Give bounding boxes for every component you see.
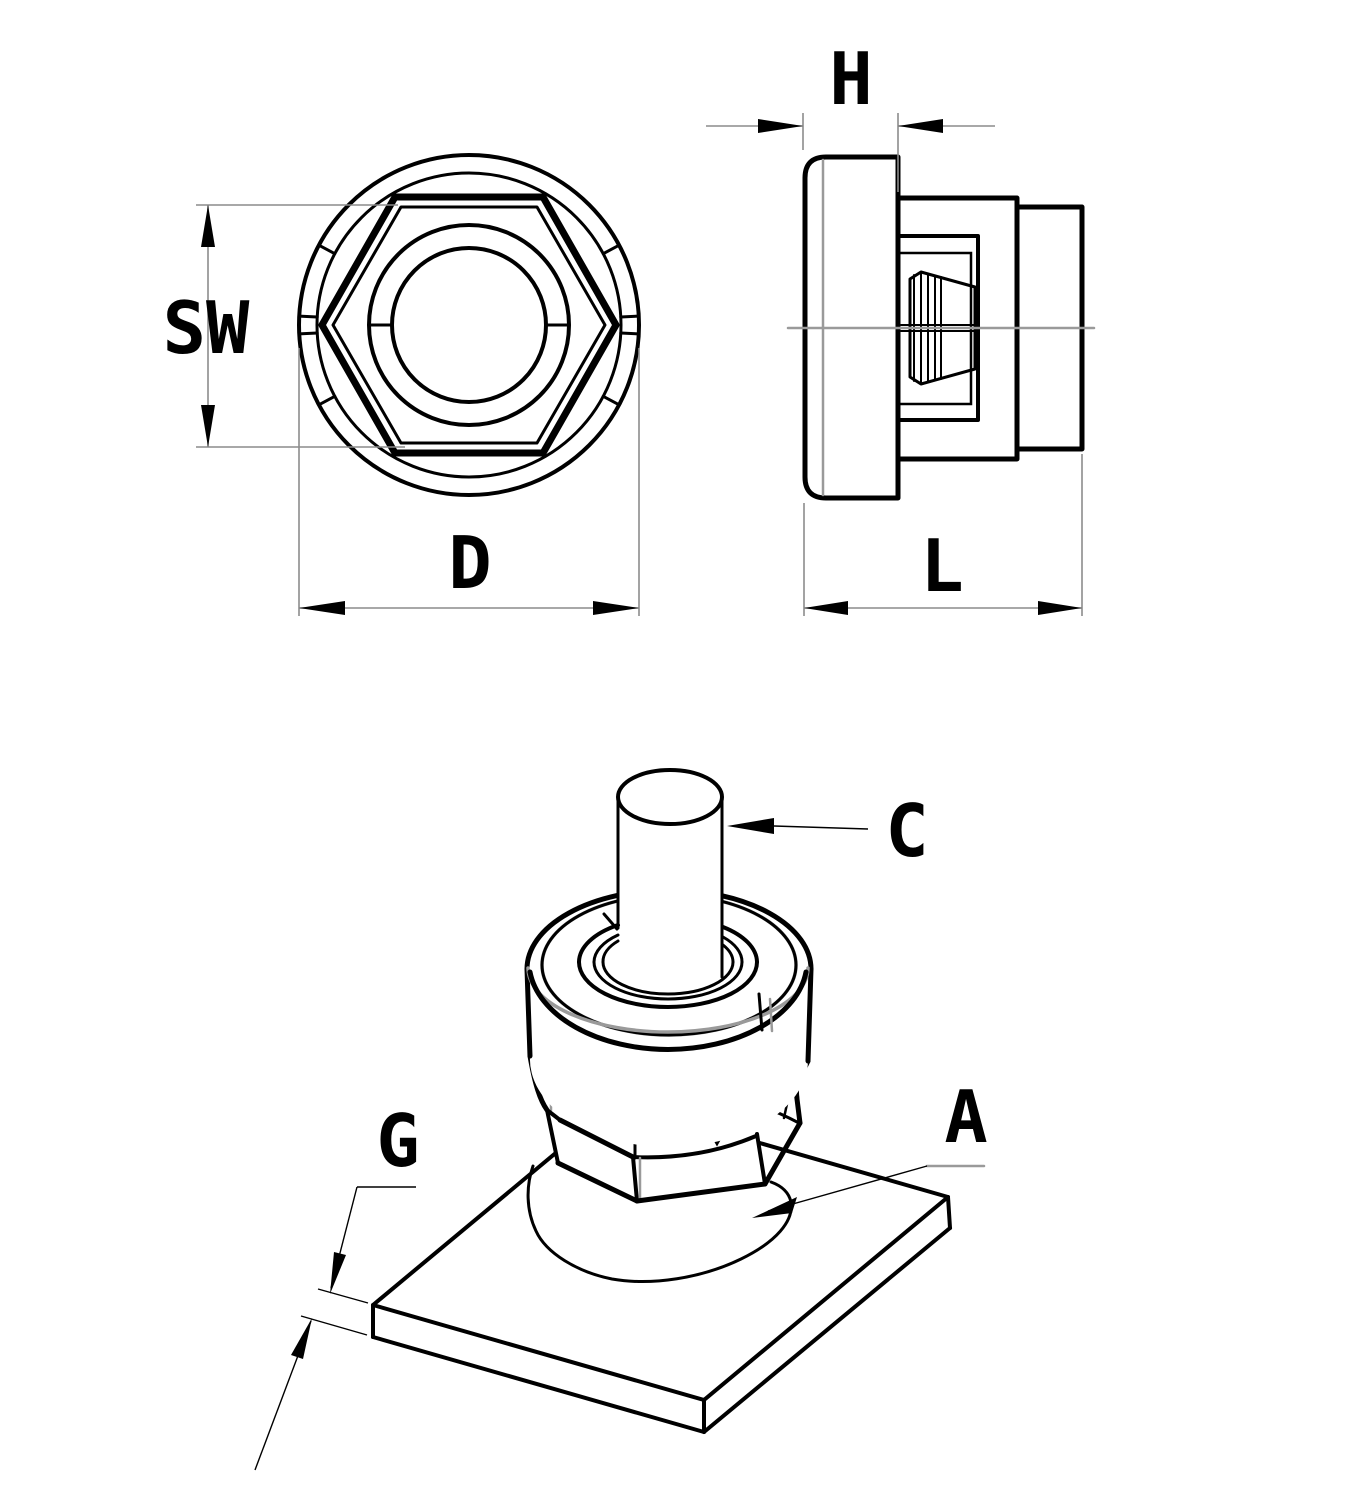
- ring-tick: [297, 331, 319, 336]
- collet-ring-arc: [592, 960, 744, 1001]
- collet-circle: [367, 223, 571, 427]
- collet-ring-arc: [721, 925, 759, 964]
- g-dimension: G: [254, 1099, 420, 1471]
- isometric-view: C A G: [254, 768, 988, 1471]
- hex-corner-edge: [631, 1155, 639, 1203]
- hex-silhouette: [762, 1120, 803, 1187]
- c-callout-label: C: [885, 789, 928, 873]
- arrowhead-left-icon: [804, 601, 848, 615]
- plate-corner-edge: [946, 1195, 952, 1230]
- cable: [616, 768, 724, 979]
- cable-top-face: [616, 768, 724, 826]
- ring-tick: [619, 314, 641, 319]
- g-dimension-label: G: [376, 1099, 419, 1183]
- ring-tick: [619, 331, 641, 336]
- collet-rings: [577, 912, 759, 1009]
- hex-base: [545, 1080, 803, 1204]
- plate-bottom-edge: [702, 1226, 952, 1434]
- arrowhead-icon: [330, 1252, 346, 1294]
- hex-bottom-edge: [634, 1181, 768, 1204]
- arrowhead-icon: [752, 1197, 797, 1218]
- bore-circle: [390, 246, 548, 404]
- collet-ring-arc: [721, 935, 744, 964]
- c-callout: C: [727, 789, 929, 873]
- ring-segment-ticks: [297, 243, 641, 407]
- d-dimension-label: D: [448, 521, 491, 605]
- ring-left-wall: [524, 966, 533, 1059]
- collet-ring-arc: [592, 933, 620, 964]
- cable-mask: [618, 770, 722, 958]
- mounting-plate: [371, 1100, 952, 1434]
- arrowhead-right-icon: [1038, 601, 1082, 615]
- arrowhead-left-icon: [898, 119, 943, 133]
- collet-ring-arc: [577, 960, 759, 1009]
- arrowhead-right-icon: [593, 601, 639, 615]
- ring-tick: [601, 394, 621, 407]
- outer-diameter-circle: [297, 153, 641, 497]
- arrowhead-left-icon: [727, 818, 774, 834]
- ring-band-bottom: [527, 969, 809, 1052]
- collet-ring-arc: [601, 939, 620, 964]
- arrowhead-up-icon: [201, 205, 215, 247]
- hex-corner-edge: [755, 1132, 767, 1186]
- arrowhead-right-icon: [758, 119, 803, 133]
- plate-bottom-edge: [371, 1335, 706, 1434]
- front-view: SW D: [163, 153, 641, 616]
- ring-tick: [297, 314, 319, 319]
- l-dimension-label: L: [920, 524, 963, 608]
- hex-top-edge: [557, 1117, 636, 1160]
- ring-tick: [317, 243, 337, 256]
- outer-ring-circle: [315, 171, 623, 479]
- a-callout: A: [752, 1075, 988, 1218]
- d-dimension: D: [298, 348, 640, 616]
- collet-ring-arc: [577, 923, 620, 964]
- a-callout-label: A: [944, 1075, 987, 1159]
- extension-line: [317, 1288, 369, 1304]
- collet-ring-arc: [601, 960, 735, 996]
- body-bottom-arc: [631, 1134, 758, 1160]
- sw-dimension: SW: [163, 204, 405, 448]
- sw-dimension-label: SW: [163, 286, 250, 370]
- h-dimension-label: H: [829, 37, 872, 121]
- extension-line: [300, 1315, 368, 1336]
- h-dimension: H: [706, 37, 995, 192]
- side-view: H L: [706, 37, 1096, 616]
- ring-split-line: [757, 992, 764, 1032]
- hex-corner-edge: [545, 1108, 560, 1165]
- leader-line: [773, 825, 869, 830]
- collet-ring-split: [602, 912, 619, 931]
- hex-flange-outline: [318, 193, 620, 457]
- flange-outline: [802, 154, 901, 501]
- arrowhead-down-icon: [201, 405, 215, 447]
- arrowhead-left-icon: [299, 601, 345, 615]
- ring-tick: [317, 394, 337, 407]
- ring-split-seam: [768, 997, 774, 1033]
- l-dimension: L: [803, 454, 1083, 616]
- ring-right-wall: [805, 966, 814, 1064]
- arrowhead-icon: [291, 1318, 312, 1359]
- hex-bottom-edge: [555, 1160, 640, 1204]
- hex-inner-outline: [331, 205, 607, 445]
- ring-tick: [601, 243, 621, 256]
